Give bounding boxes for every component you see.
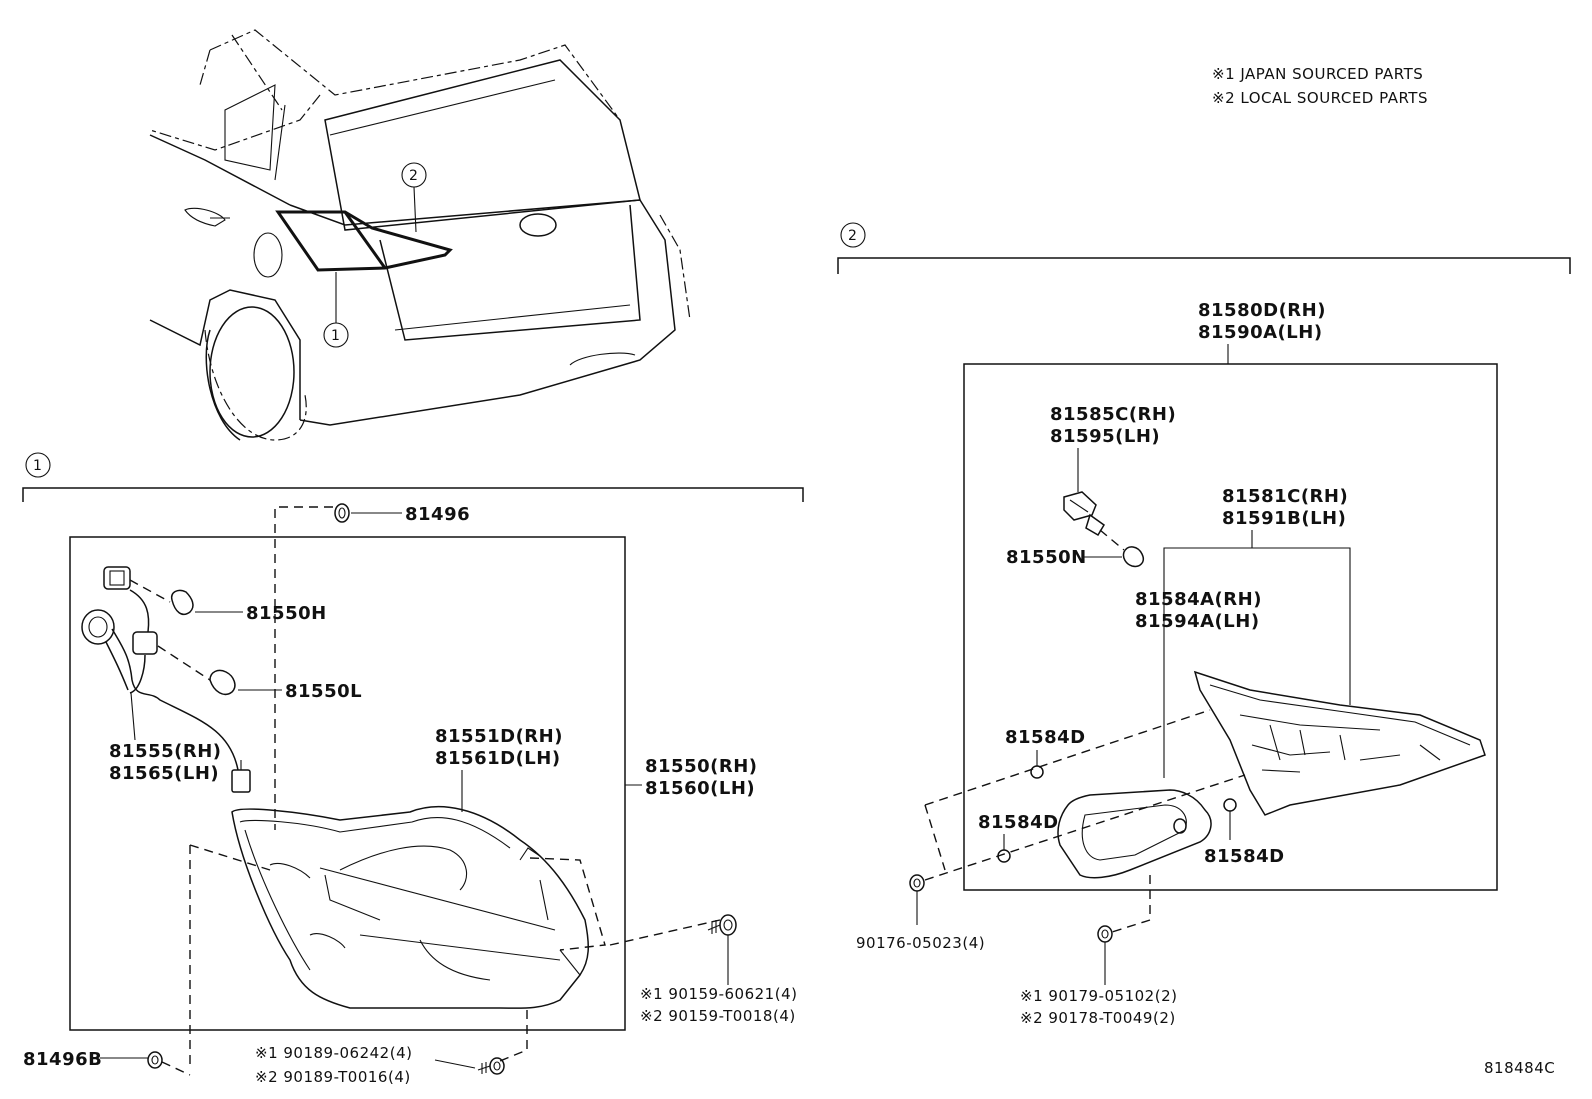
- label-90178-T0049: ※2 90178-T0049(2): [1020, 1009, 1176, 1027]
- label-81550H: 81550H: [246, 603, 327, 624]
- label-81584D-b: 81584D: [978, 812, 1059, 833]
- rear-combination-lamp-assy: [231, 806, 590, 1009]
- figure-id: 818484C: [1484, 1059, 1555, 1077]
- label-81496B: 81496B: [23, 1049, 102, 1070]
- part-81496B-clip: 81496B: [23, 1049, 191, 1076]
- part-81555-harness: [81, 566, 251, 793]
- part-81581C-back-door-lamp: [1193, 670, 1486, 816]
- part-81496-clip: 81496: [334, 503, 470, 525]
- label-81584A-rh: 81584A(RH): [1135, 589, 1262, 610]
- label-90159-T0018: ※2 90159-T0018(4): [640, 1007, 796, 1025]
- callout-1-label: 1: [331, 328, 340, 344]
- note-japan-sourced: ※1 JAPAN SOURCED PARTS: [1212, 65, 1423, 83]
- car-callout-1: 1: [323, 272, 349, 348]
- callout-2-label: 2: [409, 168, 418, 184]
- part-90179-screw: ※1 90179-05102(2) ※2 90178-T0049(2): [1020, 925, 1177, 1027]
- part-90159-screw: ※1 90159-60621(4) ※2 90159-T0018(4): [640, 914, 797, 1025]
- part-81584A-gasket: [1057, 789, 1212, 879]
- label-81595-lh: 81595(LH): [1050, 426, 1160, 447]
- label-81594A-lh: 81594A(LH): [1135, 611, 1260, 632]
- label-90179-05102: ※1 90179-05102(2): [1020, 987, 1177, 1005]
- part-81585C-socket: [1063, 491, 1105, 537]
- car-rear-illustration: [149, 29, 691, 441]
- section-2-callout: 2: [848, 228, 857, 244]
- note-local-sourced: ※2 LOCAL SOURCED PARTS: [1212, 89, 1428, 107]
- label-81550L: 81550L: [285, 681, 362, 702]
- part-81550N-bulb: 81550N: [1006, 529, 1144, 568]
- label-81584D-c: 81584D: [1204, 846, 1285, 867]
- section-2-header: 2: [837, 222, 1571, 274]
- label-81581C-rh: 81581C(RH): [1222, 486, 1348, 507]
- label-81585C-rh: 81585C(RH): [1050, 404, 1176, 425]
- label-81496: 81496: [405, 504, 470, 525]
- label-81555-rh: 81555(RH): [109, 741, 222, 762]
- car-callout-2: 2: [401, 162, 427, 233]
- label-81551D-rh: 81551D(RH): [435, 726, 563, 747]
- part-81550H-bulb: 81550H: [170, 589, 327, 624]
- part-81584D-clip-b: 81584D: [978, 812, 1059, 863]
- part-90176-screw: 90176-05023(4): [856, 874, 985, 952]
- label-90189-06242: ※1 90189-06242(4): [255, 1044, 412, 1062]
- label-81584D-a: 81584D: [1005, 727, 1086, 748]
- part-81584D-clip-c: 81584D: [1204, 798, 1285, 867]
- part-81550L-bulb: 81550L: [209, 669, 362, 702]
- section-1-header: 1: [22, 452, 804, 502]
- label-81590A-lh: 81590A(LH): [1198, 322, 1323, 343]
- section-2-assembly-box: [963, 363, 1498, 891]
- label-90159-60621: ※1 90159-60621(4): [640, 985, 797, 1003]
- label-90189-T0016: ※2 90189-T0016(4): [255, 1068, 411, 1086]
- label-90176-05023: 90176-05023(4): [856, 934, 985, 952]
- section-1-callout: 1: [33, 458, 42, 474]
- part-90189-screw: ※1 90189-06242(4) ※2 90189-T0016(4): [255, 1044, 505, 1086]
- label-81580D-rh: 81580D(RH): [1198, 300, 1326, 321]
- label-81591B-lh: 81591B(LH): [1222, 508, 1346, 529]
- label-81565-lh: 81565(LH): [109, 763, 219, 784]
- label-81561D-lh: 81561D(LH): [435, 748, 561, 769]
- label-81550N: 81550N: [1006, 547, 1087, 568]
- label-81550-rh: 81550(RH): [645, 756, 758, 777]
- label-81560-lh: 81560(LH): [645, 778, 755, 799]
- section-1-assembly-box: [69, 536, 626, 1031]
- part-81584D-clip-a: 81584D: [1005, 727, 1086, 779]
